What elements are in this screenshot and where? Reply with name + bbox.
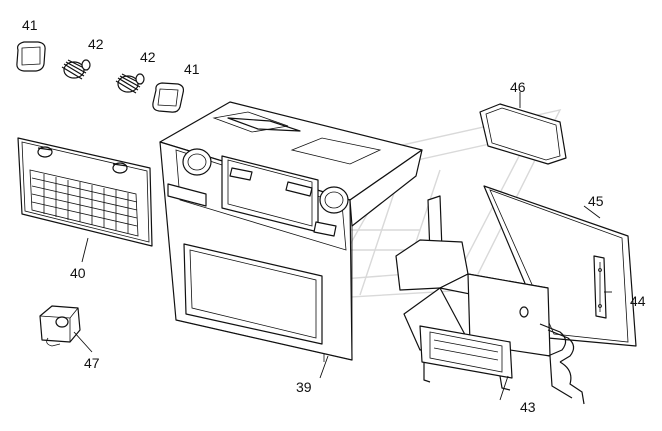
leader-lines [73, 92, 612, 401]
part-44-bracket [593, 255, 607, 319]
label-40: 40 [70, 265, 86, 281]
label-47: 47 [84, 355, 100, 371]
part-47-bracket-box [39, 305, 81, 347]
label-39: 39 [296, 379, 312, 395]
part-42-spring-left [61, 59, 91, 80]
label-43: 43 [520, 399, 536, 415]
part-46-window-seal [479, 103, 567, 165]
label-41-left: 41 [22, 17, 38, 33]
part-41-knob-right [152, 82, 185, 113]
part-39-dashboard-console [159, 101, 423, 362]
part-40-grille-panel [17, 137, 153, 247]
part-42-spring-right [115, 73, 145, 94]
label-44: 44 [630, 293, 646, 309]
label-42-right: 42 [140, 49, 156, 65]
part-41-knob-left [16, 41, 46, 72]
label-42-left: 42 [88, 36, 104, 52]
grille-mesh [31, 174, 138, 233]
label-46: 46 [510, 79, 526, 95]
label-41-right: 41 [184, 61, 200, 77]
part-43-heater-unit [395, 195, 585, 405]
label-45: 45 [588, 193, 604, 209]
